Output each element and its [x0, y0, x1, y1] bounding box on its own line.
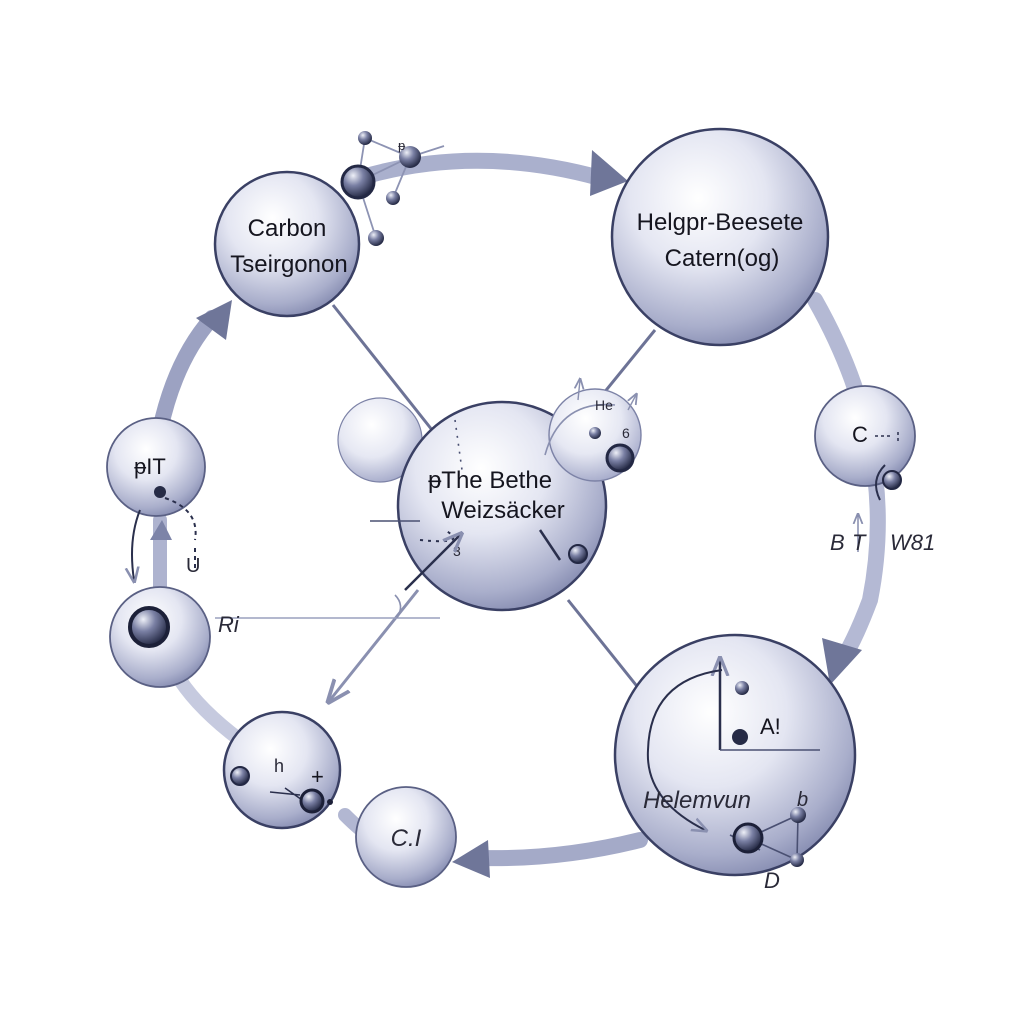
helemvun-node: A! Helemvun b D — [613, 633, 857, 893]
arrow-bottom-icon — [452, 840, 490, 878]
left-top-node: ᵽIT U — [106, 417, 206, 580]
left-label-u: U — [186, 555, 200, 577]
carbon-node: Carbon Tseirgonon — [213, 170, 361, 318]
arrow-left-icon — [196, 300, 232, 340]
left-bottom-node: Ri — [109, 586, 402, 688]
outer-cycle-ring — [150, 150, 886, 878]
helemvun-node-label: Helemvun — [643, 787, 751, 814]
c-i-node: C.I — [355, 786, 457, 888]
he-node: He 6 — [544, 380, 642, 482]
he-node-label: He — [595, 397, 613, 413]
center-spokes — [215, 304, 657, 700]
helemvun-node-label-b: b — [797, 789, 808, 811]
carbon-node-label-line1: Carbon — [248, 215, 327, 242]
center-node-sub: 3 — [453, 543, 461, 559]
left-top-node-label: ᵽIT — [134, 454, 166, 479]
left-label-ri: Ri — [218, 612, 240, 637]
right-c-node-label: C — [852, 422, 868, 447]
bottom-left-node-label-plus: + — [311, 764, 324, 789]
center-node-label-line2: Weizsäcker — [441, 497, 565, 524]
center-node-label-line1: ᵽThe Bethe — [428, 467, 552, 494]
c-i-node-label: C.I — [391, 825, 422, 852]
bottom-left-node-label-h: h — [274, 756, 284, 776]
right-c-node: C — [814, 385, 916, 501]
he-node-sub: 6 — [622, 425, 630, 441]
right-side-labels: B T W81 — [830, 515, 935, 555]
helgon-node: Helgpr-Beesete Catern(og) — [610, 127, 830, 347]
svg-text:ᵽ: ᵽ — [398, 138, 406, 153]
right-label-t: T — [852, 530, 867, 555]
helgon-node-label-line2: Catern(og) — [665, 245, 780, 272]
carbon-node-label-line2: Tseirgonon — [230, 251, 347, 278]
arrow-right-icon — [822, 638, 862, 685]
arrow-top-icon — [590, 150, 628, 196]
helemvun-node-label-d: D — [764, 868, 780, 893]
helemvun-node-label-a: A! — [760, 714, 781, 739]
right-label-w81: W81 — [890, 530, 935, 555]
right-label-b: B — [830, 530, 845, 555]
bottom-left-node: h + — [222, 710, 342, 830]
helgon-node-label-line1: Helgpr-Beesete — [637, 209, 804, 236]
carbon-molecule: ᵽ — [340, 131, 445, 246]
